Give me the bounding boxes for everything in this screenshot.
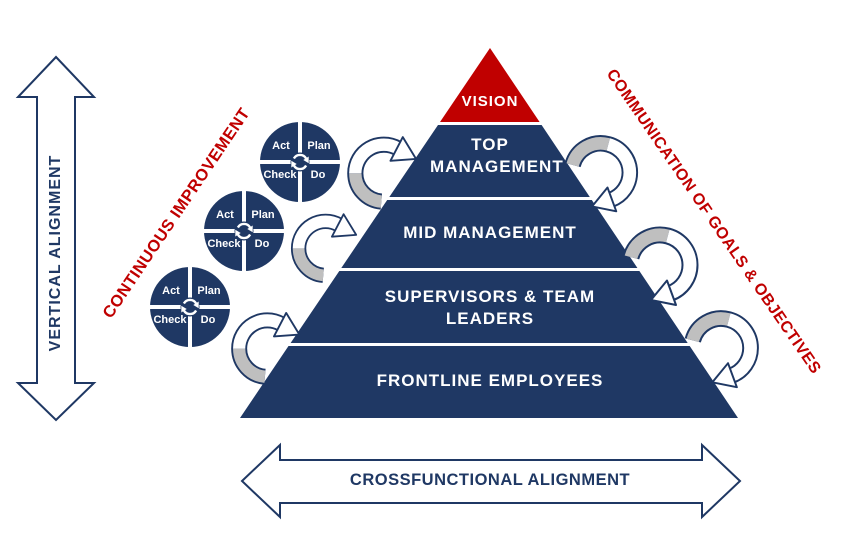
pyramid-level-supervisors [290,271,688,343]
pdca-labels-2: Act Plan Check Do [202,189,286,273]
pyramid-label-mid-management: MID MANAGEMENT [403,223,577,242]
pyramid-label-top-management: TOP MANAGEMENT [430,135,564,176]
crossfunctional-arrow [240,442,742,520]
pdca2-plan-label: Plan [251,209,275,221]
vertical-alignment-arrow [15,55,97,422]
pyramid-label-supervisors: SUPERVISORS & TEAM LEADERS [384,287,596,328]
pdca1-do-label: Do [310,169,326,181]
pdca2-do-label: Do [254,238,270,250]
pdca3-act-label: Act [162,285,180,297]
pdca-labels-1: Act Plan Check Do [258,120,342,204]
vertical-alignment-label: VERTICAL ALIGNMENT [47,154,64,352]
pyramid-label-vision: VISION [461,93,519,110]
pdca1-plan-label: Plan [307,140,331,152]
pdca-labels-3: Act Plan Check Do [148,265,232,349]
pyramid-level-top-management [389,125,590,197]
pyramid-level-frontline [240,346,738,418]
pdca1-act-label: Act [272,140,290,152]
pyramid-level-vision [440,48,540,122]
pdca1-check-label: Check [263,169,297,181]
crossfunctional-alignment-label: CROSSFUNCTIONAL ALIGNMENT [349,471,631,489]
pdca2-act-label: Act [216,209,234,221]
pdca3-plan-label: Plan [197,285,221,297]
pdca3-do-label: Do [200,314,216,326]
pyramid-level-mid-management [341,200,638,268]
pdca3-check-label: Check [153,314,187,326]
pyramid-label-frontline: FRONTLINE EMPLOYEES [376,371,604,390]
pdca2-check-label: Check [207,238,241,250]
